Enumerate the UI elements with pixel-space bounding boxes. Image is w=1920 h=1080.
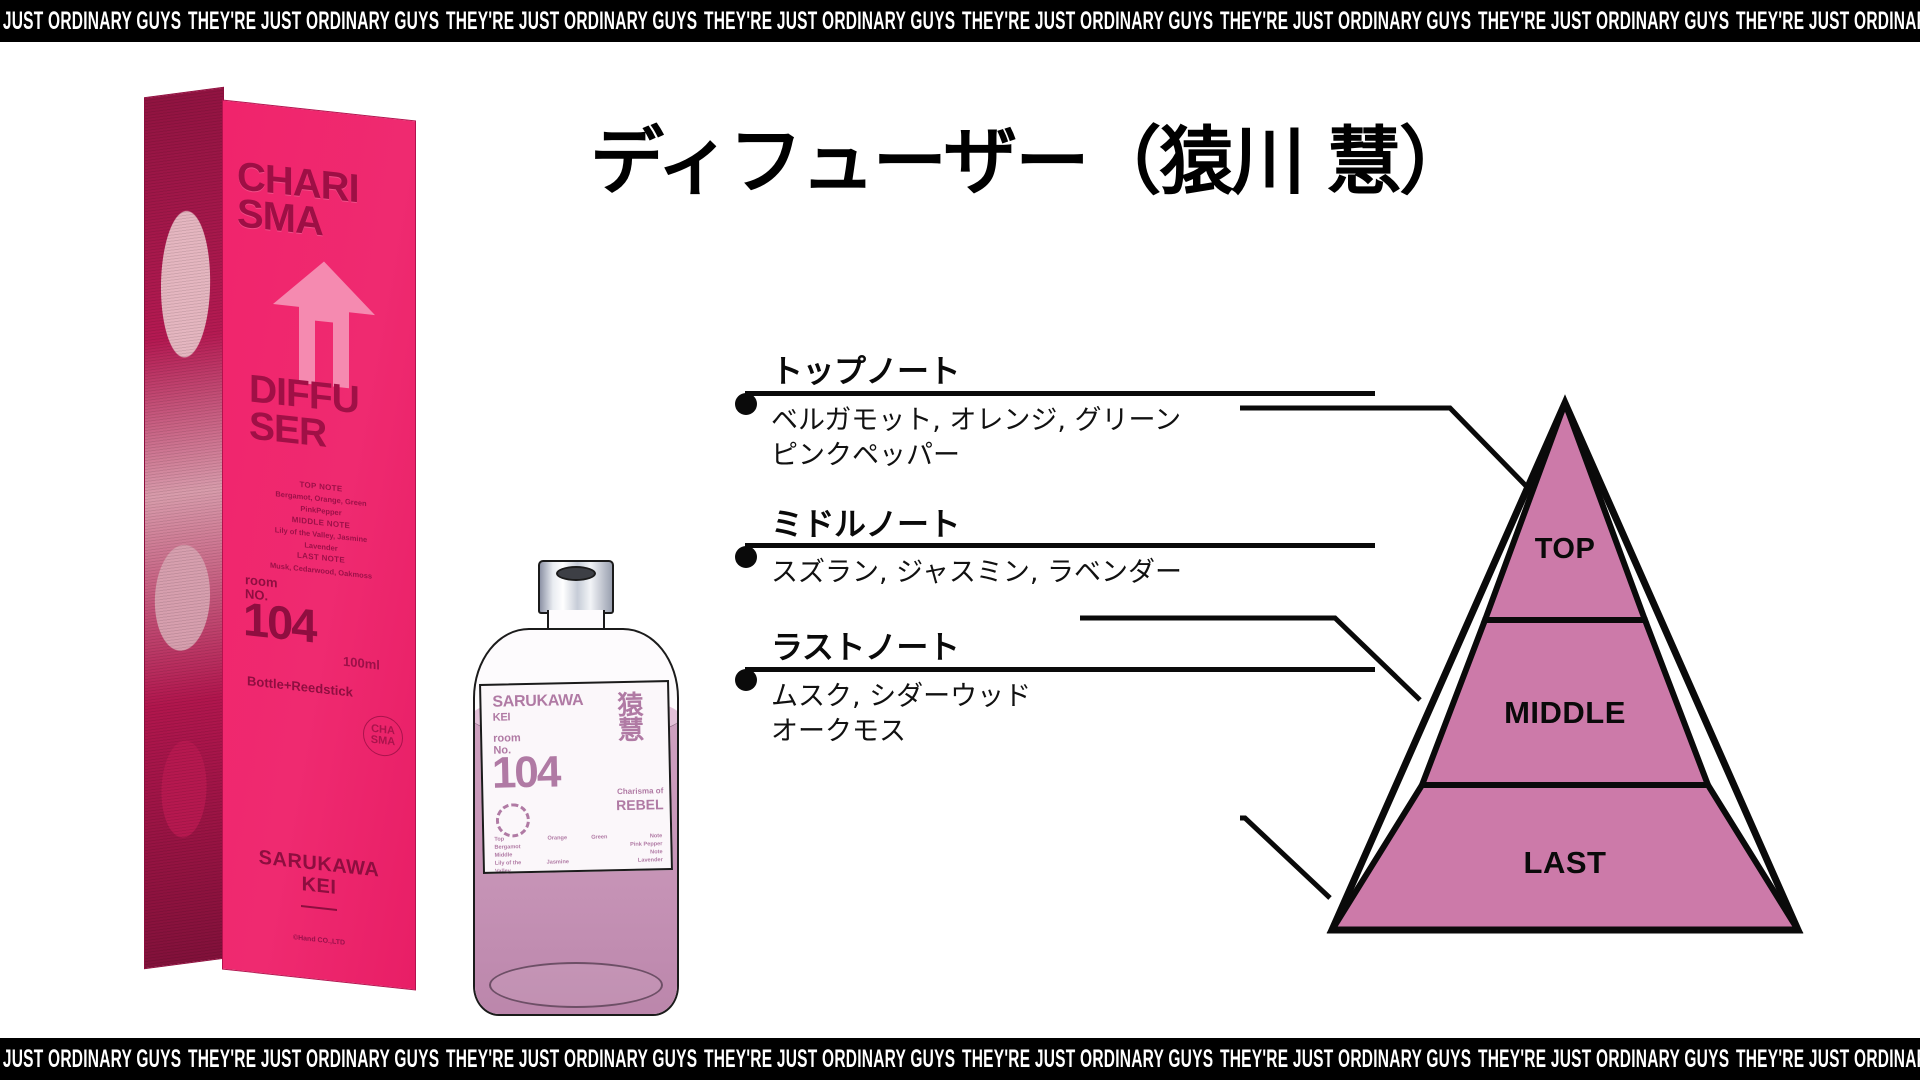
marquee-item: THEY'RE JUST ORDINARY GUYS [188,6,440,35]
marquee-item: THEY'RE JUST ORDINARY GUYS [962,1044,1214,1073]
note-block-last: ラストノート ムスク, シダーウッド オークモス [735,628,1375,750]
box-room-number: 104 [243,591,316,653]
box-signature: SARUKAWA KEI [223,843,415,909]
marquee-item: THEY'RE JUST ORDINARY GUYS [704,1044,956,1073]
product-bottle: SARUKAWA KEI room No. 104 猿 慧 Charisma o… [455,560,705,1030]
fragrance-pyramid: TOP MIDDLE LAST [1215,385,1915,945]
box-copyright: ©Hand CO.,LTD [292,934,346,947]
bottle-label-note-cell: Lily of the Valley [494,860,522,874]
character-hair-detail [149,110,221,270]
note-heading-last: ラストノート [771,628,960,667]
marquee-item: THEY'RE JUST ORDINARY GUYS [962,6,1214,35]
note-block-top: トップノート ベルガモット, オレンジ, グリーン ピンクペッパー [735,352,1375,474]
note-rule-last [745,666,1375,672]
note-body-middle: スズラン, ジャスミン, ラベンダー [771,555,1375,591]
note-body-last-line2: オークモス [771,716,906,748]
box-brand-name: CHARI SMA [237,154,416,251]
box-volume: 100ml [343,653,380,673]
pyramid-svg [1326,394,1804,934]
product-package-box: CHARI SMA DIFFU SER TOP NOTE Bergamot, O… [130,86,460,1020]
note-body-middle-line1: スズラン, ジャスミン, ラベンダー [771,557,1182,589]
marquee-item: THEY'RE JUST ORDINARY GUYS [1220,1044,1472,1073]
note-body-last: ムスク, シダーウッド オークモス [771,679,1375,750]
note-heading-middle: ミドルノート [771,504,961,543]
bottle-label-emblem: 猿 慧 [601,690,661,783]
bottle-label: SARUKAWA KEI room No. 104 猿 慧 Charisma o… [479,680,673,874]
pyramid-tier-top [1480,394,1650,623]
bottle-cap [538,560,614,614]
box-divider [301,905,337,911]
marquee-item: THEY'RE JUST ORDINARY GUYS [1220,6,1472,35]
bottle-label-emblem-char2: 慧 [617,714,645,746]
box-contents: Bottle+Reedstick [247,673,353,700]
box-badge-line2: SMA [370,733,396,749]
note-heading-top: トップノート [771,352,961,390]
note-body-top-line1: ベルガモット, オレンジ, グリーン [771,404,1182,436]
marquee-item: THEY'RE JUST ORDINARY GUYS [0,1044,182,1073]
bottle-label-tagline-big: REBEL [615,796,664,814]
bottle-base-ellipse [489,962,663,1008]
marquee-item: THEY'RE JUST ORDINARY GUYS [446,1044,698,1073]
marquee-item: THEY'RE JUST ORDINARY GUYS [704,6,956,35]
box-circle-badge: CHA SMA [363,713,403,759]
note-bullet-dot-last [735,669,757,692]
note-rule-top [745,390,1375,396]
pyramid-label-middle: MIDDLE [1504,695,1626,730]
marquee-item: THEY'RE JUST ORDINARY GUYS [188,1044,440,1073]
bottle-label-name: SARUKAWA KEI [492,691,584,724]
box-front-panel: CHARI SMA DIFFU SER TOP NOTE Bergamot, O… [222,99,416,991]
bottle-label-tagline: Charisma of REBEL [587,786,664,815]
marquee-item: THEY'RE JUST ORDINARY GUYS [0,6,182,35]
note-body-last-line1: ムスク, シダーウッド [771,680,1032,712]
bottle-label-name-line2: KEI [492,711,511,724]
bottle-label-tagline-small: Charisma of [616,786,664,797]
marquee-item: THEY'RE JUST ORDINARY GUYS [1478,6,1730,35]
box-side-panel [144,86,224,970]
bottle-label-note-cell: Jasmine [546,859,570,866]
house-arrow-icon [273,261,375,389]
note-block-middle: ミドルノート スズラン, ジャスミン, ラベンダー [735,504,1375,591]
bottle-cap-opening [556,566,596,581]
marquee-item: THEY'RE JUST ORDINARY GUYS [1736,1044,1920,1073]
note-bullet-dot-top [735,393,757,415]
pyramid-label-last: LAST [1523,845,1607,880]
note-bullet-dot-middle [735,545,757,568]
fragrance-notes-list: トップノート ベルガモット, オレンジ, グリーン ピンクペッパー ミドルノート… [735,352,1375,784]
pyramid-outline [1326,394,1804,934]
bottle-label-seal-icon [495,802,531,838]
marquee-item: THEY'RE JUST ORDINARY GUYS [1736,6,1920,35]
pyramid-label-top: TOP [1534,533,1596,565]
box-product-name: DIFFU SER [249,367,416,463]
marquee-item: THEY'RE JUST ORDINARY GUYS [446,6,698,35]
note-body-top-line2: ピンクペッパー [771,440,960,472]
box-notes-block: TOP NOTE Bergamot, Orange, Green PinkPep… [241,473,401,586]
note-body-top: ベルガモット, オレンジ, グリーン ピンクペッパー [771,403,1375,474]
bottle-label-name-line1: SARUKAWA [492,691,584,711]
page-title: ディフューザー（猿川 慧） [590,119,1473,205]
note-rule-middle [745,543,1375,549]
bottle-label-room-number: 104 [491,747,560,798]
marquee-item: THEY'RE JUST ORDINARY GUYS [1478,1044,1730,1073]
